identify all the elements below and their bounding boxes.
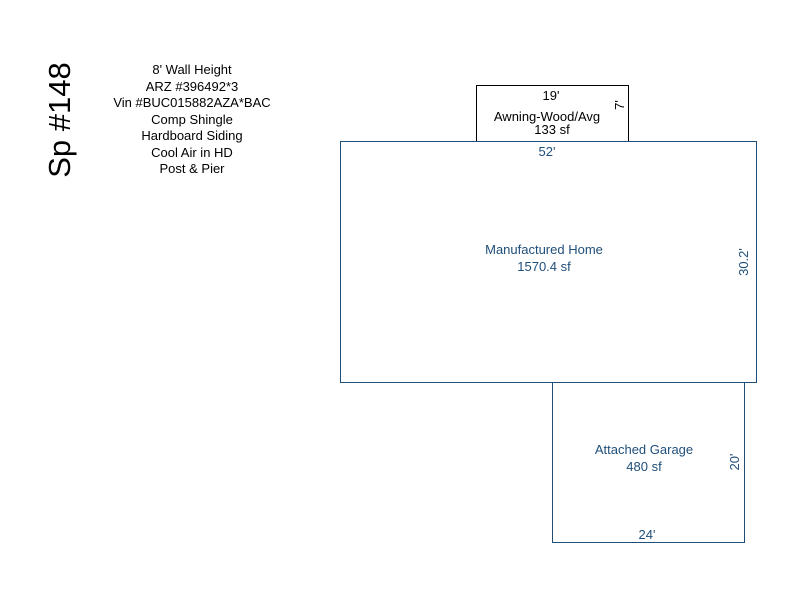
note-arz: ARZ #396492*3 [145, 78, 239, 94]
note-cooling: Cool Air in HD [151, 144, 233, 160]
home-area-value: 1570.4 sf [517, 259, 571, 274]
home-label: Manufactured Home [485, 242, 603, 257]
note-roof: Comp Shingle [151, 111, 233, 127]
manufactured-home-area [340, 141, 757, 383]
garage-depth-dim: 20' [727, 453, 742, 471]
awning-width-dim: 19' [542, 88, 560, 103]
note-foundation: Post & Pier [159, 161, 225, 176]
note-siding: Hardboard Siding [141, 128, 243, 143]
awning-label: Awning-Wood/Avg [493, 109, 601, 124]
garage-width-dim: 24' [638, 527, 656, 542]
home-depth-dim: 30.2' [736, 248, 751, 276]
note-wall-height: 8' Wall Height [152, 62, 232, 77]
note-vin: Vin #BUC015882AZA*BAC [113, 95, 271, 110]
attached-garage-area [552, 382, 745, 543]
sketch-title: Sp #148 [42, 62, 77, 178]
awning-area-value: 133 sf [534, 122, 570, 137]
property-notes: 8' Wall Height ARZ #396492*3 Vin #BUC015… [92, 62, 292, 178]
garage-area-value: 480 sf [626, 459, 662, 474]
garage-label: Attached Garage [594, 442, 694, 457]
home-width-dim: 52' [538, 144, 556, 159]
